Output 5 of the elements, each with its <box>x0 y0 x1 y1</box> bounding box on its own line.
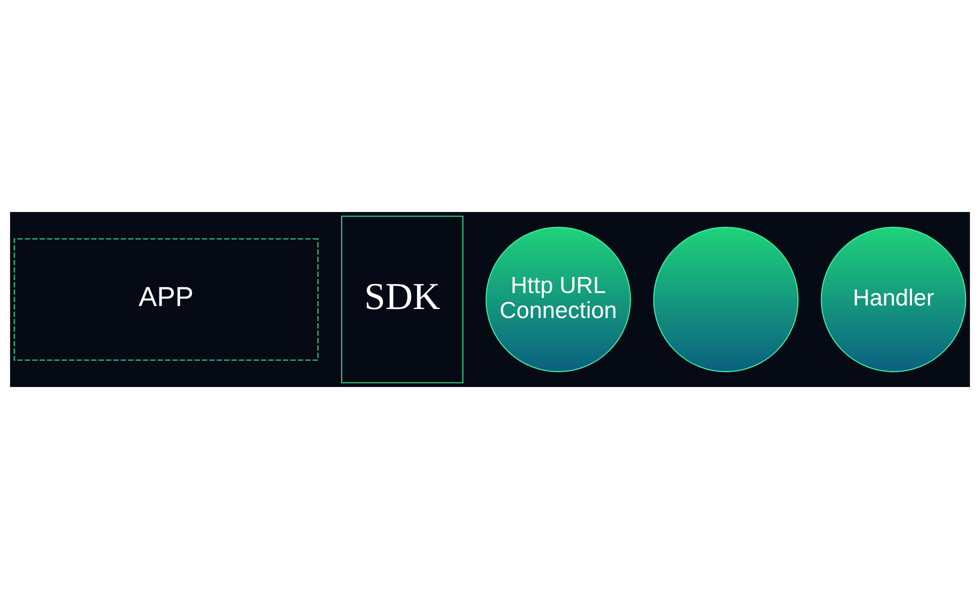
node-circle <box>652 226 798 372</box>
node-circle: Handler <box>820 226 966 372</box>
node-box: APP <box>13 238 318 360</box>
node-box: SDK <box>340 215 463 383</box>
node-circle: Http URL Connection <box>485 226 630 372</box>
